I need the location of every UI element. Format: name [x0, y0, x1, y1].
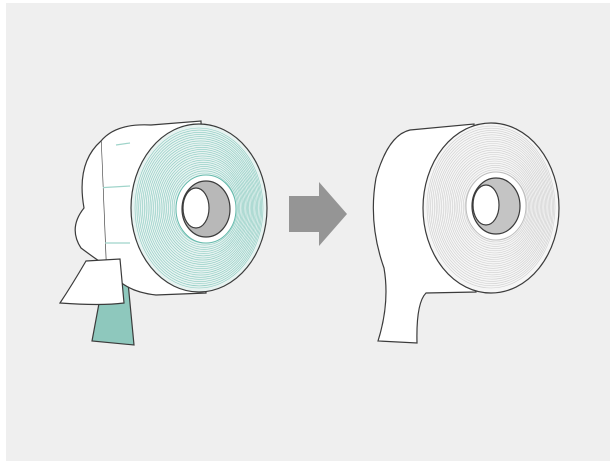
core-inner-left: [183, 188, 209, 228]
illustration-panel: [6, 3, 610, 461]
roll-comparison-illustration: [6, 3, 610, 461]
core-inner-right: [473, 185, 499, 225]
